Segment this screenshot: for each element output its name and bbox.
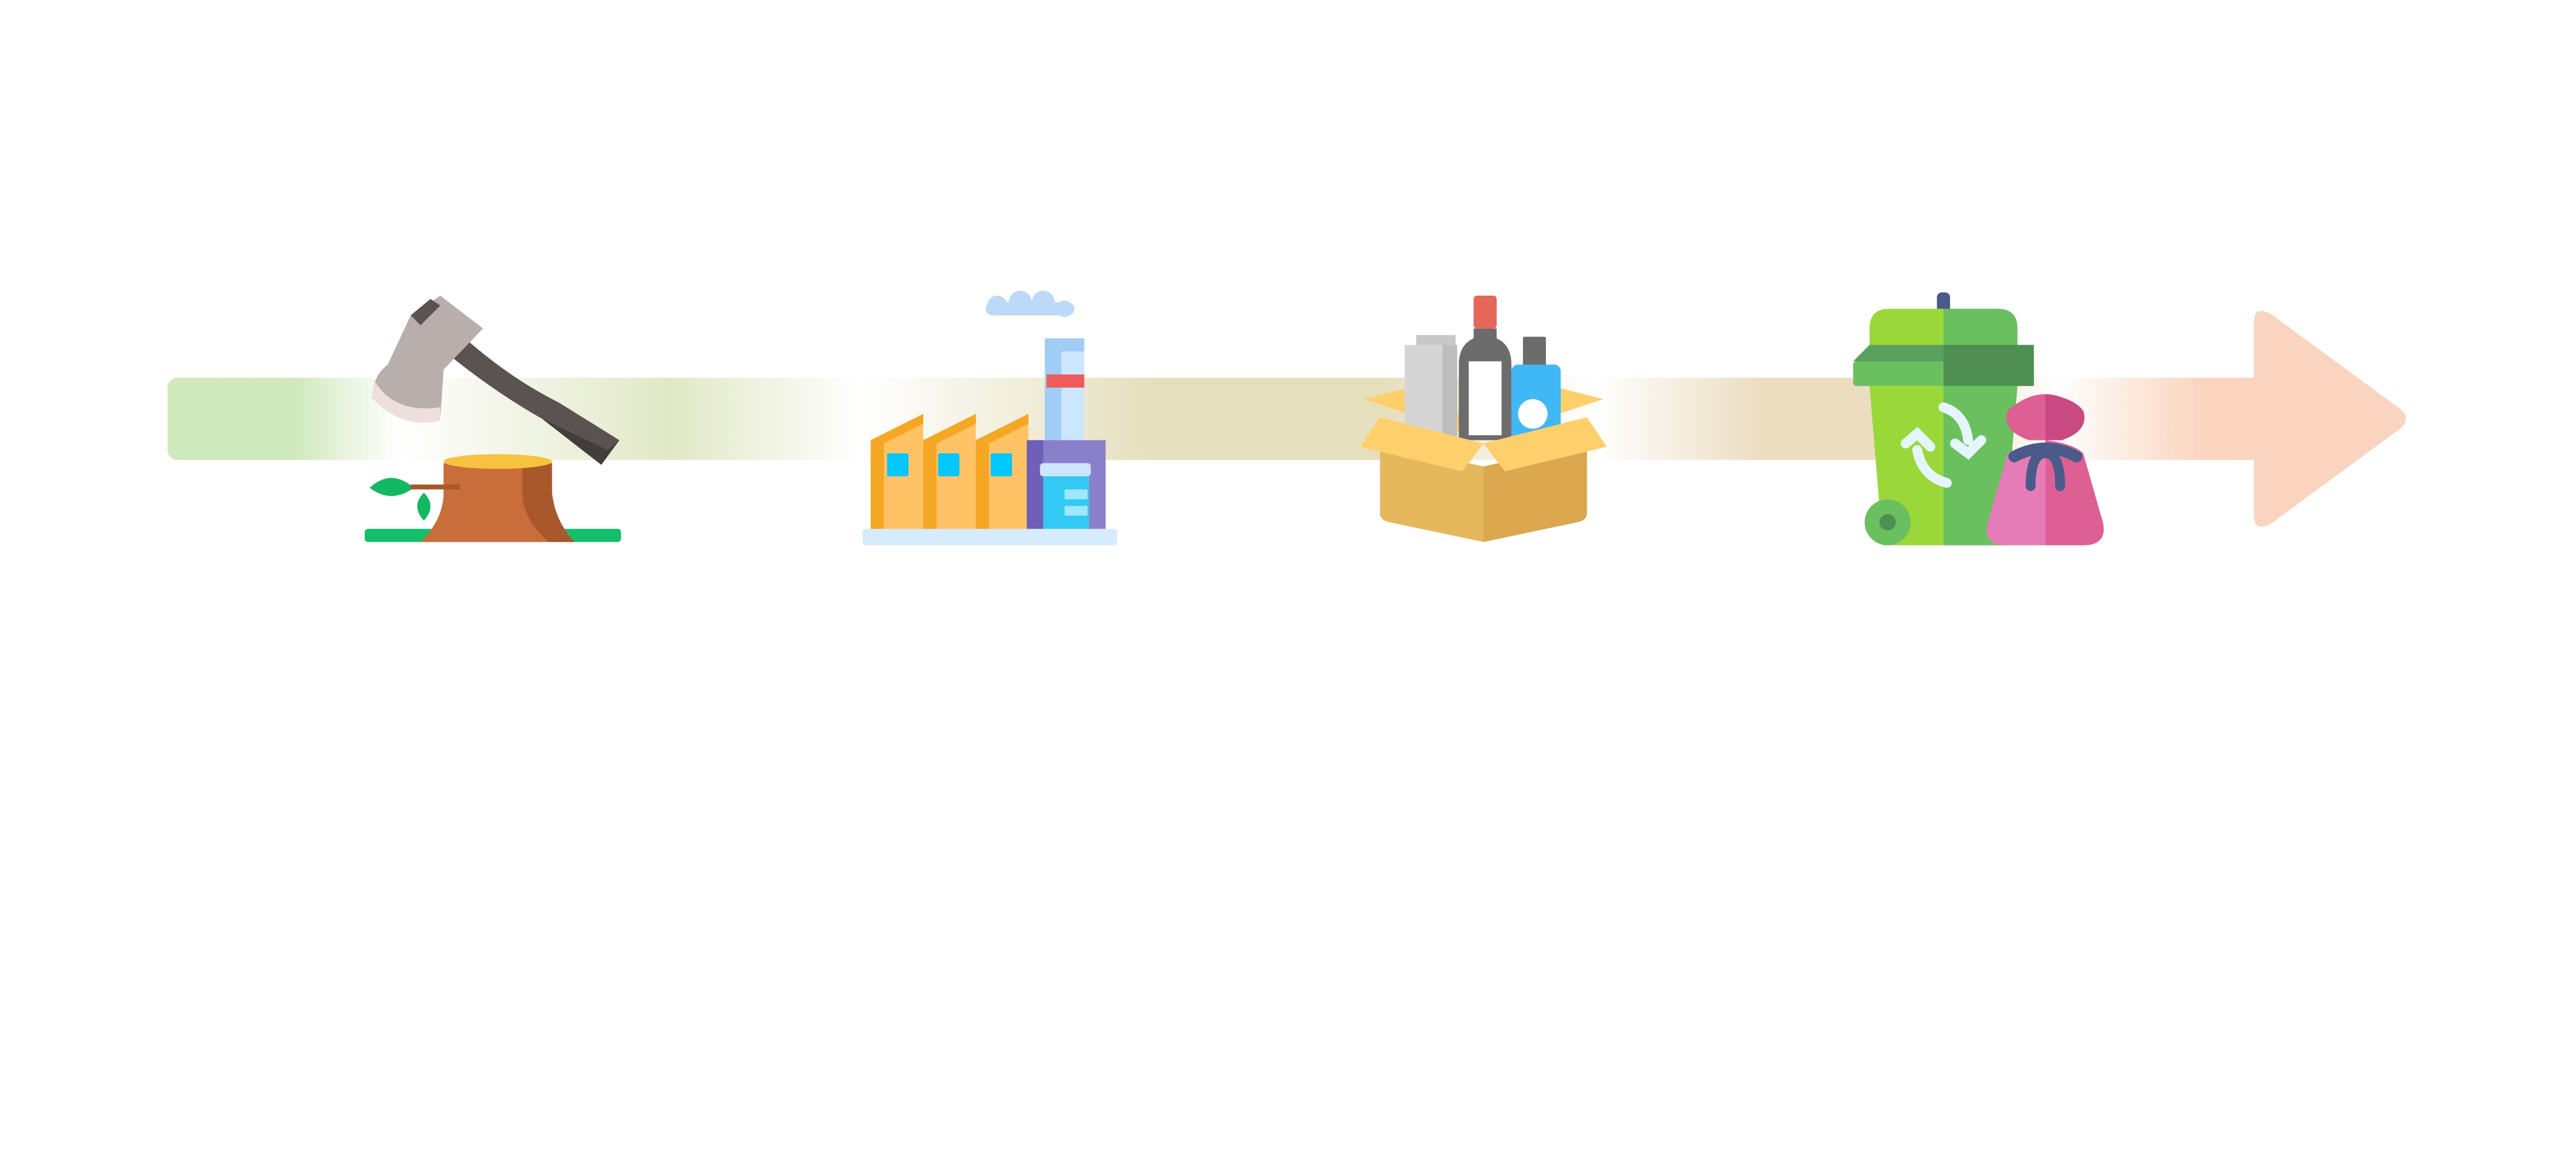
packaged-products-box-icon [1360, 295, 1607, 542]
lifecycle-diagram [167, 290, 2406, 545]
waste-bin-and-garbage-bag-icon [1853, 292, 2104, 545]
factory-icon [862, 290, 1117, 545]
arrow-head [2253, 311, 2406, 527]
smoke-cloud [986, 290, 1075, 317]
tree-stump-axe-icon [364, 295, 621, 542]
flow-arrow [167, 311, 2406, 527]
recycle-symbol [1901, 402, 1987, 488]
arrow-shaft [167, 378, 2267, 460]
